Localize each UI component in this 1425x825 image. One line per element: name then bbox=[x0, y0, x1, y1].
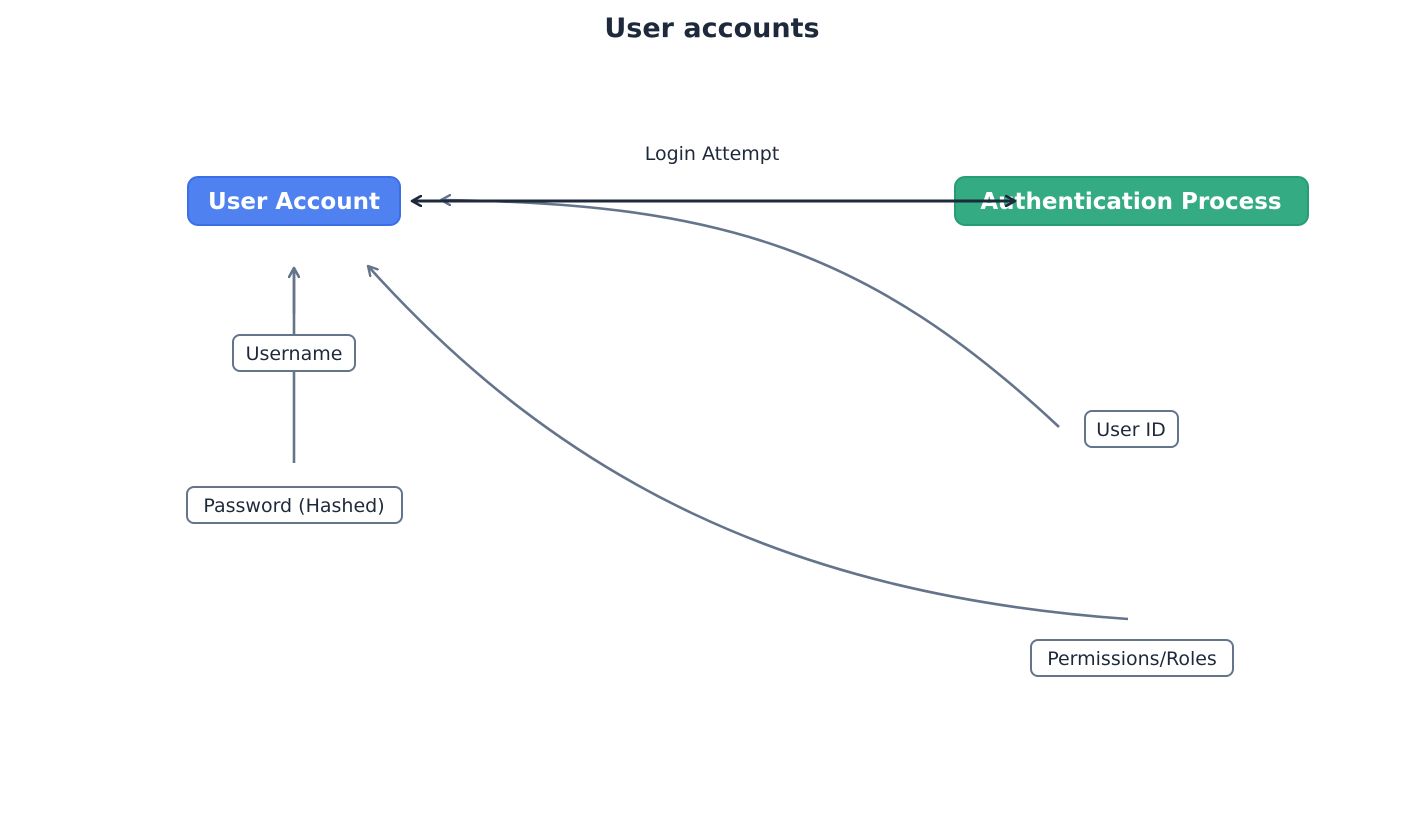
node-user-id-box bbox=[1084, 410, 1179, 448]
node-user-id-label: User ID bbox=[1096, 419, 1166, 441]
node-username-label: Username bbox=[246, 343, 343, 365]
node-user-account-label: User Account bbox=[208, 189, 380, 215]
edge-user-id-to-user-account bbox=[441, 200, 1060, 428]
node-username-box bbox=[232, 334, 356, 372]
node-permissions-roles-label: Permissions/Roles bbox=[1047, 648, 1217, 670]
node-authentication-process[interactable]: Authentication Process bbox=[954, 176, 1309, 226]
node-permissions-roles[interactable]: Permissions/Roles bbox=[1030, 639, 1234, 677]
node-password[interactable]: Password (Hashed) bbox=[186, 486, 403, 524]
diagram-title: User accounts bbox=[604, 13, 819, 44]
node-username[interactable]: Username bbox=[232, 334, 356, 372]
node-password-box bbox=[186, 486, 403, 524]
node-password-label: Password (Hashed) bbox=[203, 495, 384, 517]
edge-permissions-to-user-account bbox=[368, 266, 1129, 621]
node-authentication-process-label: Authentication Process bbox=[980, 189, 1281, 215]
node-user-id[interactable]: User ID bbox=[1084, 410, 1179, 448]
node-user-account-box bbox=[187, 176, 401, 226]
node-user-account[interactable]: User Account bbox=[187, 176, 401, 226]
edge-login-attempt-label: Login Attempt bbox=[645, 143, 780, 165]
node-permissions-roles-box bbox=[1030, 639, 1234, 677]
